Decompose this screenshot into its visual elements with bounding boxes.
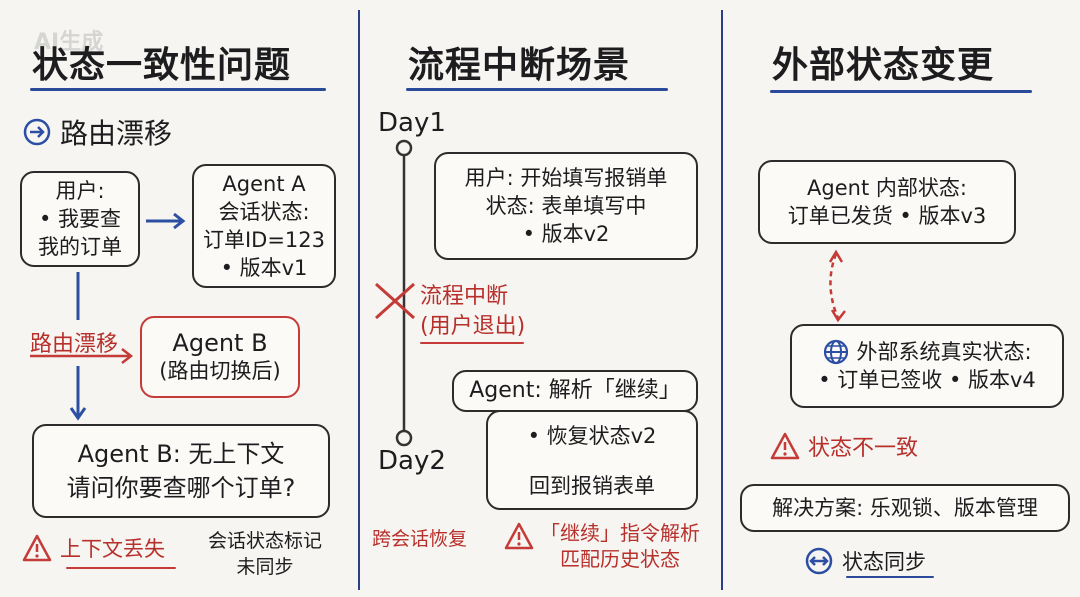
day1-label: Day1 bbox=[378, 108, 446, 138]
section-label: 路由漂移 bbox=[60, 117, 173, 150]
title-underline bbox=[770, 90, 1032, 93]
reply-line-2: 请问你要查哪个订单? bbox=[66, 474, 296, 502]
agent-a-box: Agent A 会话状态: 订单ID=123 • 版本v1 bbox=[192, 164, 336, 288]
agent-a-line-4: • 版本v1 bbox=[220, 256, 308, 280]
column-title-consistency: 状态一致性问题 bbox=[32, 45, 292, 86]
start-box: 用户: 开始填写报销单 状态: 表单填写中 • 版本v2 bbox=[434, 152, 698, 260]
double-arrow-icon bbox=[804, 546, 834, 576]
solution-box: 解决方案: 乐观锁、版本管理 bbox=[740, 484, 1070, 532]
note-line-1: 会话状态标记 bbox=[207, 530, 322, 552]
solution-text: 解决方案: 乐观锁、版本管理 bbox=[772, 496, 1038, 520]
sync-note: 会话状态标记 未同步 bbox=[206, 528, 324, 580]
watermark: AI生成 bbox=[34, 30, 104, 55]
directive-warning: 「继续」指令解析 匹配历史状态 bbox=[504, 520, 700, 572]
note-line-2: 未同步 bbox=[236, 556, 294, 578]
external-line-1: 外部系统真实状态: bbox=[856, 340, 1032, 364]
warning-icon bbox=[22, 534, 52, 562]
agent-a-line-2: 会话状态: bbox=[218, 200, 310, 224]
warning-icon bbox=[504, 522, 534, 550]
internal-line-1: Agent 内部状态: bbox=[807, 176, 967, 200]
arrow-user-to-agent-a bbox=[146, 212, 186, 230]
cross-icon bbox=[374, 282, 416, 320]
user-line-3: 我的订单 bbox=[38, 235, 122, 259]
agent-parse-text: Agent: 解析「继续」 bbox=[469, 378, 681, 403]
agent-b-reply-box: Agent B: 无上下文 请问你要查哪个订单? bbox=[32, 424, 330, 518]
restore-box: • 恢复状态v2 回到报销表单 bbox=[486, 410, 698, 510]
external-line-2: • 订单已签收 • 版本v4 bbox=[818, 368, 1036, 392]
restore-line-1: • 恢复状态v2 bbox=[527, 424, 657, 448]
title-underline bbox=[30, 88, 326, 91]
internal-line-2: 订单已发货 • 版本v3 bbox=[787, 204, 987, 228]
drift-label: 路由漂移 bbox=[30, 332, 119, 357]
start-line-2: 状态: 表单填写中 bbox=[485, 194, 647, 218]
arrow-to-reply bbox=[69, 366, 87, 421]
directive-line-1: 「继续」指令解析 bbox=[540, 521, 700, 545]
state-sync: 状态同步 bbox=[804, 546, 926, 576]
column-divider-2 bbox=[721, 10, 723, 590]
sync-underline bbox=[846, 576, 934, 578]
column-divider-1 bbox=[358, 10, 360, 590]
agent-b-line-1: Agent B bbox=[172, 329, 268, 357]
interrupt-line-2: (用户退出) bbox=[420, 314, 526, 339]
warning-icon bbox=[770, 432, 800, 460]
column-title-interruption: 流程中断场景 bbox=[408, 45, 631, 86]
start-line-3: • 版本v2 bbox=[522, 222, 610, 246]
reply-line-1: Agent B: 无上下文 bbox=[77, 440, 285, 468]
user-line-1: 用户: bbox=[55, 179, 105, 203]
day2-label: Day2 bbox=[378, 446, 446, 476]
cross-session-label: 跨会话恢复 bbox=[372, 528, 468, 550]
agent-a-line-1: Agent A bbox=[222, 172, 306, 196]
external-state-box: 外部系统真实状态: • 订单已签收 • 版本v4 bbox=[790, 324, 1064, 408]
warning-text: 上下文丢失 bbox=[60, 537, 165, 561]
agent-a-line-3: 订单ID=123 bbox=[202, 228, 326, 252]
arrow-drift bbox=[30, 348, 134, 364]
inconsistent-warning: 状态不一致 bbox=[770, 430, 918, 462]
title-underline bbox=[406, 88, 668, 91]
directive-line-2: 匹配历史状态 bbox=[560, 547, 680, 571]
context-lost-warning: 上下文丢失 bbox=[22, 533, 165, 563]
interrupt-line-1: 流程中断 bbox=[420, 284, 509, 309]
interrupt-label: 流程中断 (用户退出) bbox=[420, 282, 525, 342]
section-routing-drift: 路由漂移 bbox=[22, 112, 172, 152]
agent-b-box: Agent B (路由切换后) bbox=[140, 316, 300, 398]
agent-parse-box: Agent: 解析「继续」 bbox=[452, 370, 698, 412]
internal-state-box: Agent 内部状态: 订单已发货 • 版本v3 bbox=[758, 160, 1016, 244]
user-line-2: • 我要查 bbox=[38, 207, 122, 231]
user-box: 用户: • 我要查 我的订单 bbox=[20, 171, 140, 267]
restore-line-2: 回到报销表单 bbox=[529, 474, 655, 498]
inconsistent-text: 状态不一致 bbox=[808, 436, 919, 461]
warning-underline bbox=[66, 567, 176, 569]
arrow-circle-icon bbox=[22, 117, 52, 147]
interrupt-underline bbox=[420, 342, 524, 344]
agent-b-line-2: (路由切换后) bbox=[159, 359, 281, 383]
column-title-external: 外部状态变更 bbox=[772, 45, 995, 86]
start-line-1: 用户: 开始填写报销单 bbox=[464, 166, 668, 190]
globe-icon bbox=[822, 338, 850, 366]
sync-text: 状态同步 bbox=[842, 550, 926, 574]
